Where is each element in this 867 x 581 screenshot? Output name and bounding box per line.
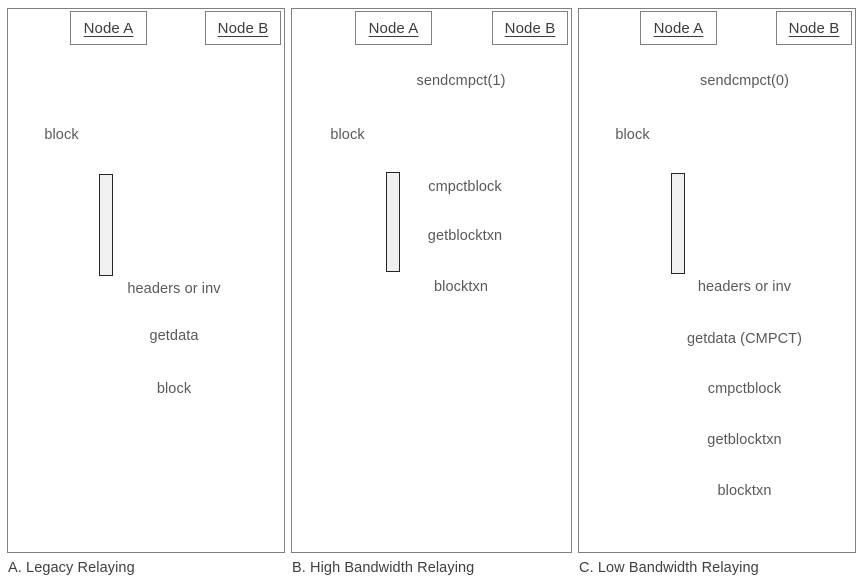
message-label: block	[615, 127, 650, 143]
actor-label: Node A	[83, 19, 134, 37]
panel-b-caption: B. High Bandwidth Relaying	[292, 560, 475, 576]
message-label: headers or inv	[697, 279, 792, 295]
panel-b-activation-bar	[386, 172, 400, 272]
message-label: cmpctblock	[428, 179, 502, 195]
panel-c-caption: C. Low Bandwidth Relaying	[579, 560, 759, 576]
actor-box-node-b: Node B	[205, 11, 281, 45]
message-label: cmpctblock	[707, 381, 782, 397]
message-label: sendcmpct(1)	[416, 73, 506, 89]
actor-label: Node A	[653, 19, 704, 37]
panel-a-caption: A. Legacy Relaying	[8, 560, 135, 576]
actor-box-node-a: Node A	[640, 11, 717, 45]
message-label: getdata	[149, 328, 199, 344]
message-label: getdata (CMPCT)	[686, 331, 803, 347]
panel-c-activation-bar	[671, 173, 685, 274]
panel-b-frame	[291, 8, 572, 553]
actor-box-node-b: Node B	[492, 11, 568, 45]
actor-label: Node B	[788, 19, 840, 37]
message-label: blocktxn	[434, 279, 488, 295]
message-label: block	[330, 127, 365, 143]
message-label: headers or inv	[127, 281, 221, 297]
message-label: block	[44, 127, 79, 143]
actor-label: Node A	[368, 19, 419, 37]
message-label: sendcmpct(0)	[699, 73, 790, 89]
panel-a-activation-bar	[99, 174, 113, 276]
actor-box-node-a: Node A	[70, 11, 147, 45]
panel-c-frame	[578, 8, 856, 553]
actor-label: Node B	[217, 19, 269, 37]
panel-a-frame	[7, 8, 285, 553]
message-label: blocktxn	[717, 483, 772, 499]
actor-box-node-a: Node A	[355, 11, 432, 45]
actor-label: Node B	[504, 19, 556, 37]
message-label: block	[156, 381, 192, 397]
actor-box-node-b: Node B	[776, 11, 852, 45]
message-label: getblocktxn	[427, 228, 503, 244]
message-label: getblocktxn	[707, 432, 782, 448]
